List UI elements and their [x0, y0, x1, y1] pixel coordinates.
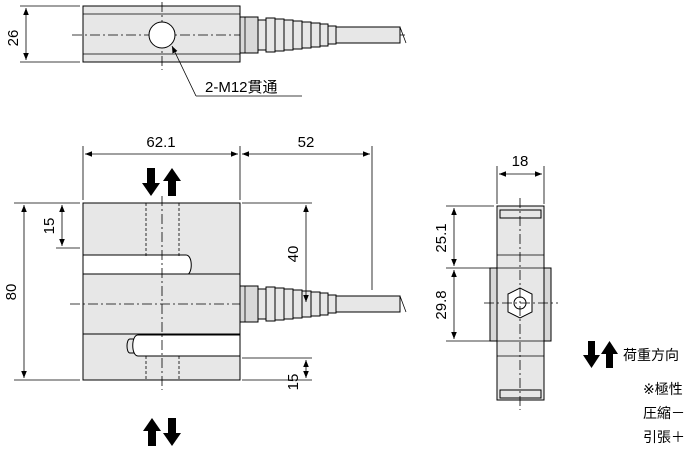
legend: 荷重方向 ※極性 圧縮－ 引張＋	[583, 341, 685, 445]
front-connector	[239, 285, 259, 323]
front-cable	[335, 295, 401, 313]
dim-side-upper: 25.1	[433, 223, 450, 252]
dim-top-height: 26	[5, 30, 22, 47]
top-cable	[335, 26, 401, 44]
dim-side-lower: 29.8	[433, 290, 450, 319]
legend-load-direction: 荷重方向	[623, 347, 679, 363]
front-strain-relief	[257, 286, 337, 322]
dim-bottom-offset: 15	[285, 374, 302, 391]
load-arrows-top	[142, 168, 181, 196]
lower-slot	[132, 334, 241, 357]
top-connector	[239, 16, 259, 54]
side-view: 18 25.1 29.8	[433, 153, 558, 410]
load-direction-icon	[583, 341, 618, 368]
upper-slot	[82, 254, 192, 276]
legend-polarity-title: ※極性	[643, 381, 683, 397]
through-hole	[148, 21, 176, 49]
legend-compression: 圧縮－	[643, 405, 685, 421]
top-view: 26 2-M12貫通	[5, 2, 407, 97]
legend-tension: 引張＋	[643, 429, 685, 445]
hole-callout-label: 2-M12貫通	[205, 79, 278, 96]
dim-total-height: 80	[3, 284, 20, 301]
load-arrows-bottom	[143, 418, 181, 446]
dim-cable-length: 52	[298, 134, 315, 151]
dim-side-width: 18	[512, 153, 529, 170]
top-strain-relief	[257, 17, 337, 53]
front-view: 62.1 52 80 15 40 15	[3, 134, 407, 446]
dim-cable-height: 40	[285, 246, 302, 263]
dim-top-offset: 15	[41, 218, 58, 235]
dim-width: 62.1	[146, 134, 175, 151]
